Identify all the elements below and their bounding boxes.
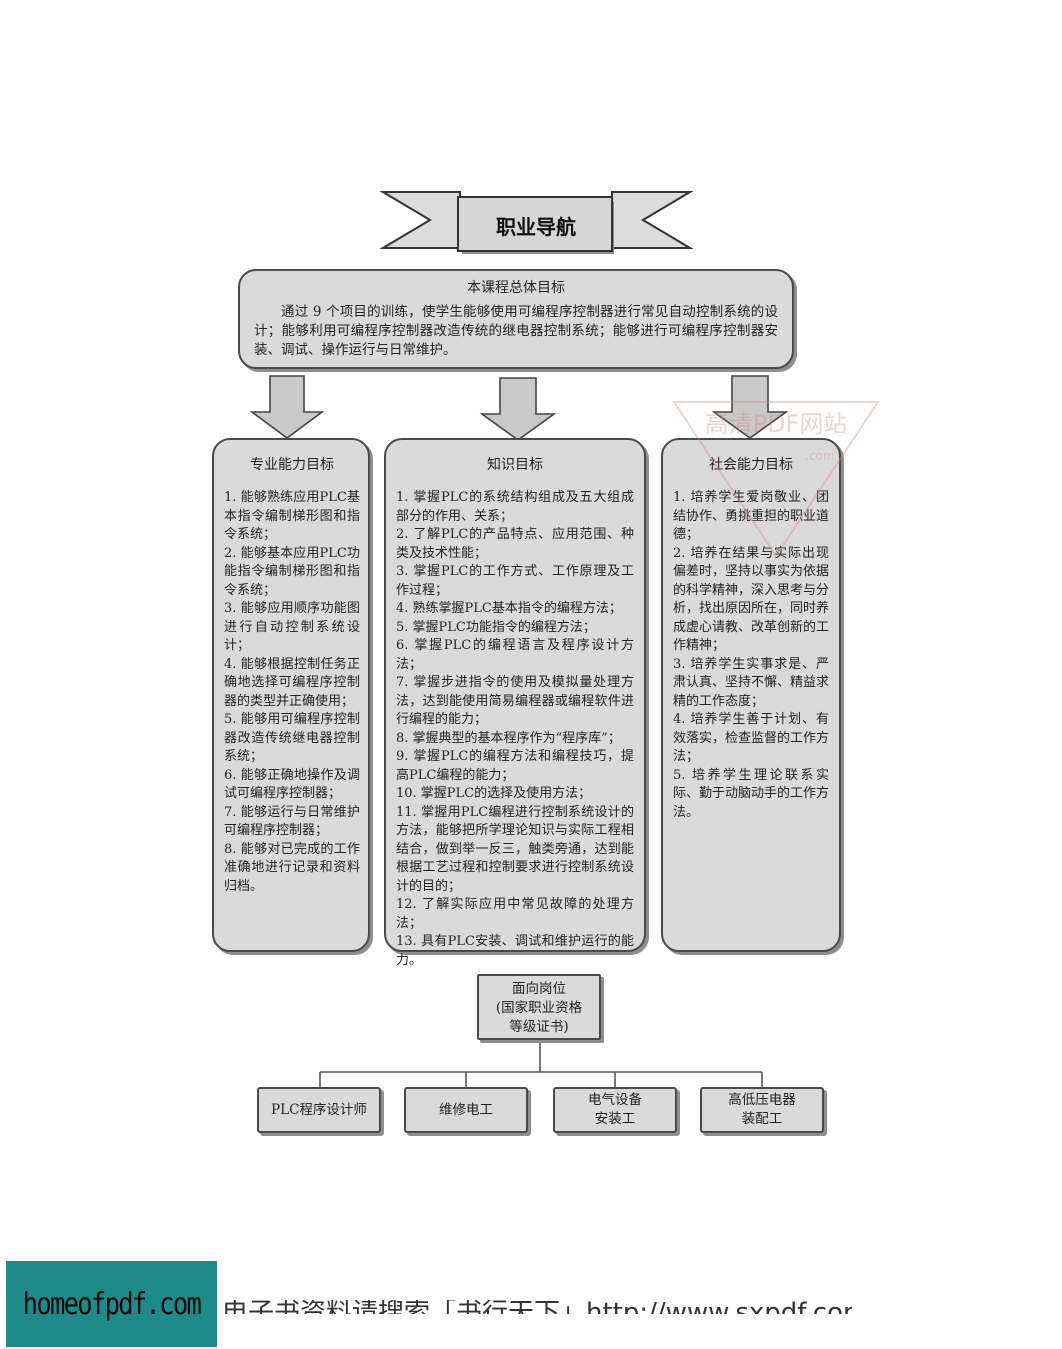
knowledge-goal-box: 知识目标 1. 掌握PLC的系统结构组成及五大组成部分的作用、关系； 2. 了解… [384, 438, 646, 968]
overall-goal-body: 通过 9 个项目的训练，使学生能够使用可编程序控制器进行常见自动控制系统的设计；… [254, 304, 778, 358]
job-label: PLC程序设计师 [271, 1101, 367, 1118]
list-item: 3. 培养学生实事求是、严肃认真、坚持不懈、精益求精的工作态度； [673, 656, 830, 709]
job-electrical-installer: 电气设备 安装工 [553, 1087, 677, 1133]
arrow-down-center [479, 377, 557, 441]
list-item: 9. 掌握PLC的编程方法和编程技巧，提高PLC编程的能力； [396, 749, 634, 783]
professional-ability-box: 专业能力目标 1. 能够熟练应用PLC基本指令编制梯形图和指令系统； 2. 能够… [212, 438, 370, 952]
list-item: 1. 培养学生爱岗敬业、团结协作、勇挑重担的职业道德； [673, 490, 830, 542]
list-item: 3. 掌握PLC的工作方式、工作原理及工作过程； [396, 564, 634, 598]
list-item: 10. 掌握PLC的选择及使用方法； [396, 786, 592, 801]
social-ability-box: 社会能力目标 1. 培养学生爱岗敬业、团结协作、勇挑重担的职业道德； 2. 培养… [661, 438, 841, 952]
list-item: 2. 了解PLC的产品特点、应用范围、种类及技术性能； [396, 527, 634, 561]
job-label: 电气设备 [588, 1092, 642, 1108]
list-item: 11. 掌握用PLC编程进行控制系统设计的方法，能够把所学理论知识与实际工程相结… [396, 804, 634, 894]
overall-goal-title: 本课程总体目标 [467, 280, 565, 296]
job-plc-programmer: PLC程序设计师 [257, 1087, 381, 1133]
job-label: 安装工 [594, 1111, 636, 1127]
list-item: 5. 能够用可编程序控制器改造传统继电器控制系统； [224, 712, 360, 764]
posts-line: (国家职业资格 [495, 1000, 583, 1016]
list-item: 6. 能够正确地操作及调试可编程序控制器； [224, 767, 360, 802]
list-item: 7. 能够运行与日常维护可编程序控制器； [224, 804, 360, 839]
job-switchgear-assembler: 高低压电器 装配工 [700, 1087, 824, 1133]
column-title: 社会能力目标 [709, 457, 793, 473]
banner-ribbon-right [611, 191, 694, 249]
list-item: 4. 熟练掌握PLC基本指令的编程方法； [396, 601, 622, 616]
target-posts-box: 面向岗位 (国家职业资格 等级证书) [477, 974, 601, 1040]
list-item: 12. 了解实际应用中常见故障的处理方法； [396, 897, 634, 931]
overall-goal-box: 本课程总体目标 通过 9 个项目的训练，使学生能够使用可编程序控制器进行常见自动… [238, 269, 794, 369]
column-title: 专业能力目标 [250, 457, 334, 473]
arrow-down-right [711, 375, 789, 439]
job-maintenance-electrician: 维修电工 [404, 1087, 528, 1133]
column-title: 知识目标 [487, 457, 543, 473]
banner-ribbon-left [379, 191, 461, 249]
arrow-down-left [249, 375, 325, 439]
list-item: 5. 掌握PLC功能指令的编程方法； [396, 619, 596, 635]
list-item: 6. 掌握PLC的编程语言及程序设计方法； [396, 638, 634, 672]
list-item: 8. 掌握典型的基本程序作为“程序库”； [396, 730, 621, 746]
list-item: 3. 能够应用顺序功能图进行自动控制系统设计； [224, 601, 360, 653]
list-item: 2. 培养在结果与实际出现偏差时，坚持以事实为依据的科学精神，深入思考与分析，找… [673, 545, 830, 654]
list-item: 4. 能够根据控制任务正确地选择可编程序控制器的类型并正确使用； [224, 656, 360, 709]
posts-line: 等级证书) [509, 1019, 569, 1035]
banner-center [457, 196, 613, 252]
list-item: 1. 能够熟练应用PLC基本指令编制梯形图和指令系统； [224, 490, 360, 542]
list-item: 13. 具有PLC安装、调试和维护运行的能力。 [396, 934, 634, 968]
list-item: 4. 培养学生善于计划、有效落实，检查监督的工作方法； [673, 712, 830, 764]
list-item: 1. 掌握PLC的系统结构组成及五大组成部分的作用、关系； [396, 490, 634, 524]
footer-text: 电子书资料请搜索「书行天下」http://www.sxpdf.com [222, 1300, 852, 1314]
banner-title: 职业导航 [496, 214, 576, 239]
list-item: 8. 能够对已完成的工作准确地进行记录和资料归档。 [224, 841, 360, 894]
list-item: 2. 能够基本应用PLC功能指令编制梯形图和指令系统； [224, 545, 360, 598]
list-item: 5. 培养学生理论联系实际、勤于动脑动手的工作方法。 [673, 767, 830, 820]
site-logo[interactable]: homeofpdf.com [6, 1261, 217, 1347]
logo-text: homeofpdf.com [22, 1286, 202, 1322]
list-item: 7. 掌握步进指令的使用及模拟量处理方法，达到能使用简易编程器或编程软件进行编程… [396, 675, 634, 727]
job-label: 高低压电器 [728, 1092, 796, 1108]
job-label: 装配工 [741, 1111, 783, 1127]
job-label: 维修电工 [439, 1101, 493, 1118]
posts-line: 面向岗位 [512, 981, 566, 997]
